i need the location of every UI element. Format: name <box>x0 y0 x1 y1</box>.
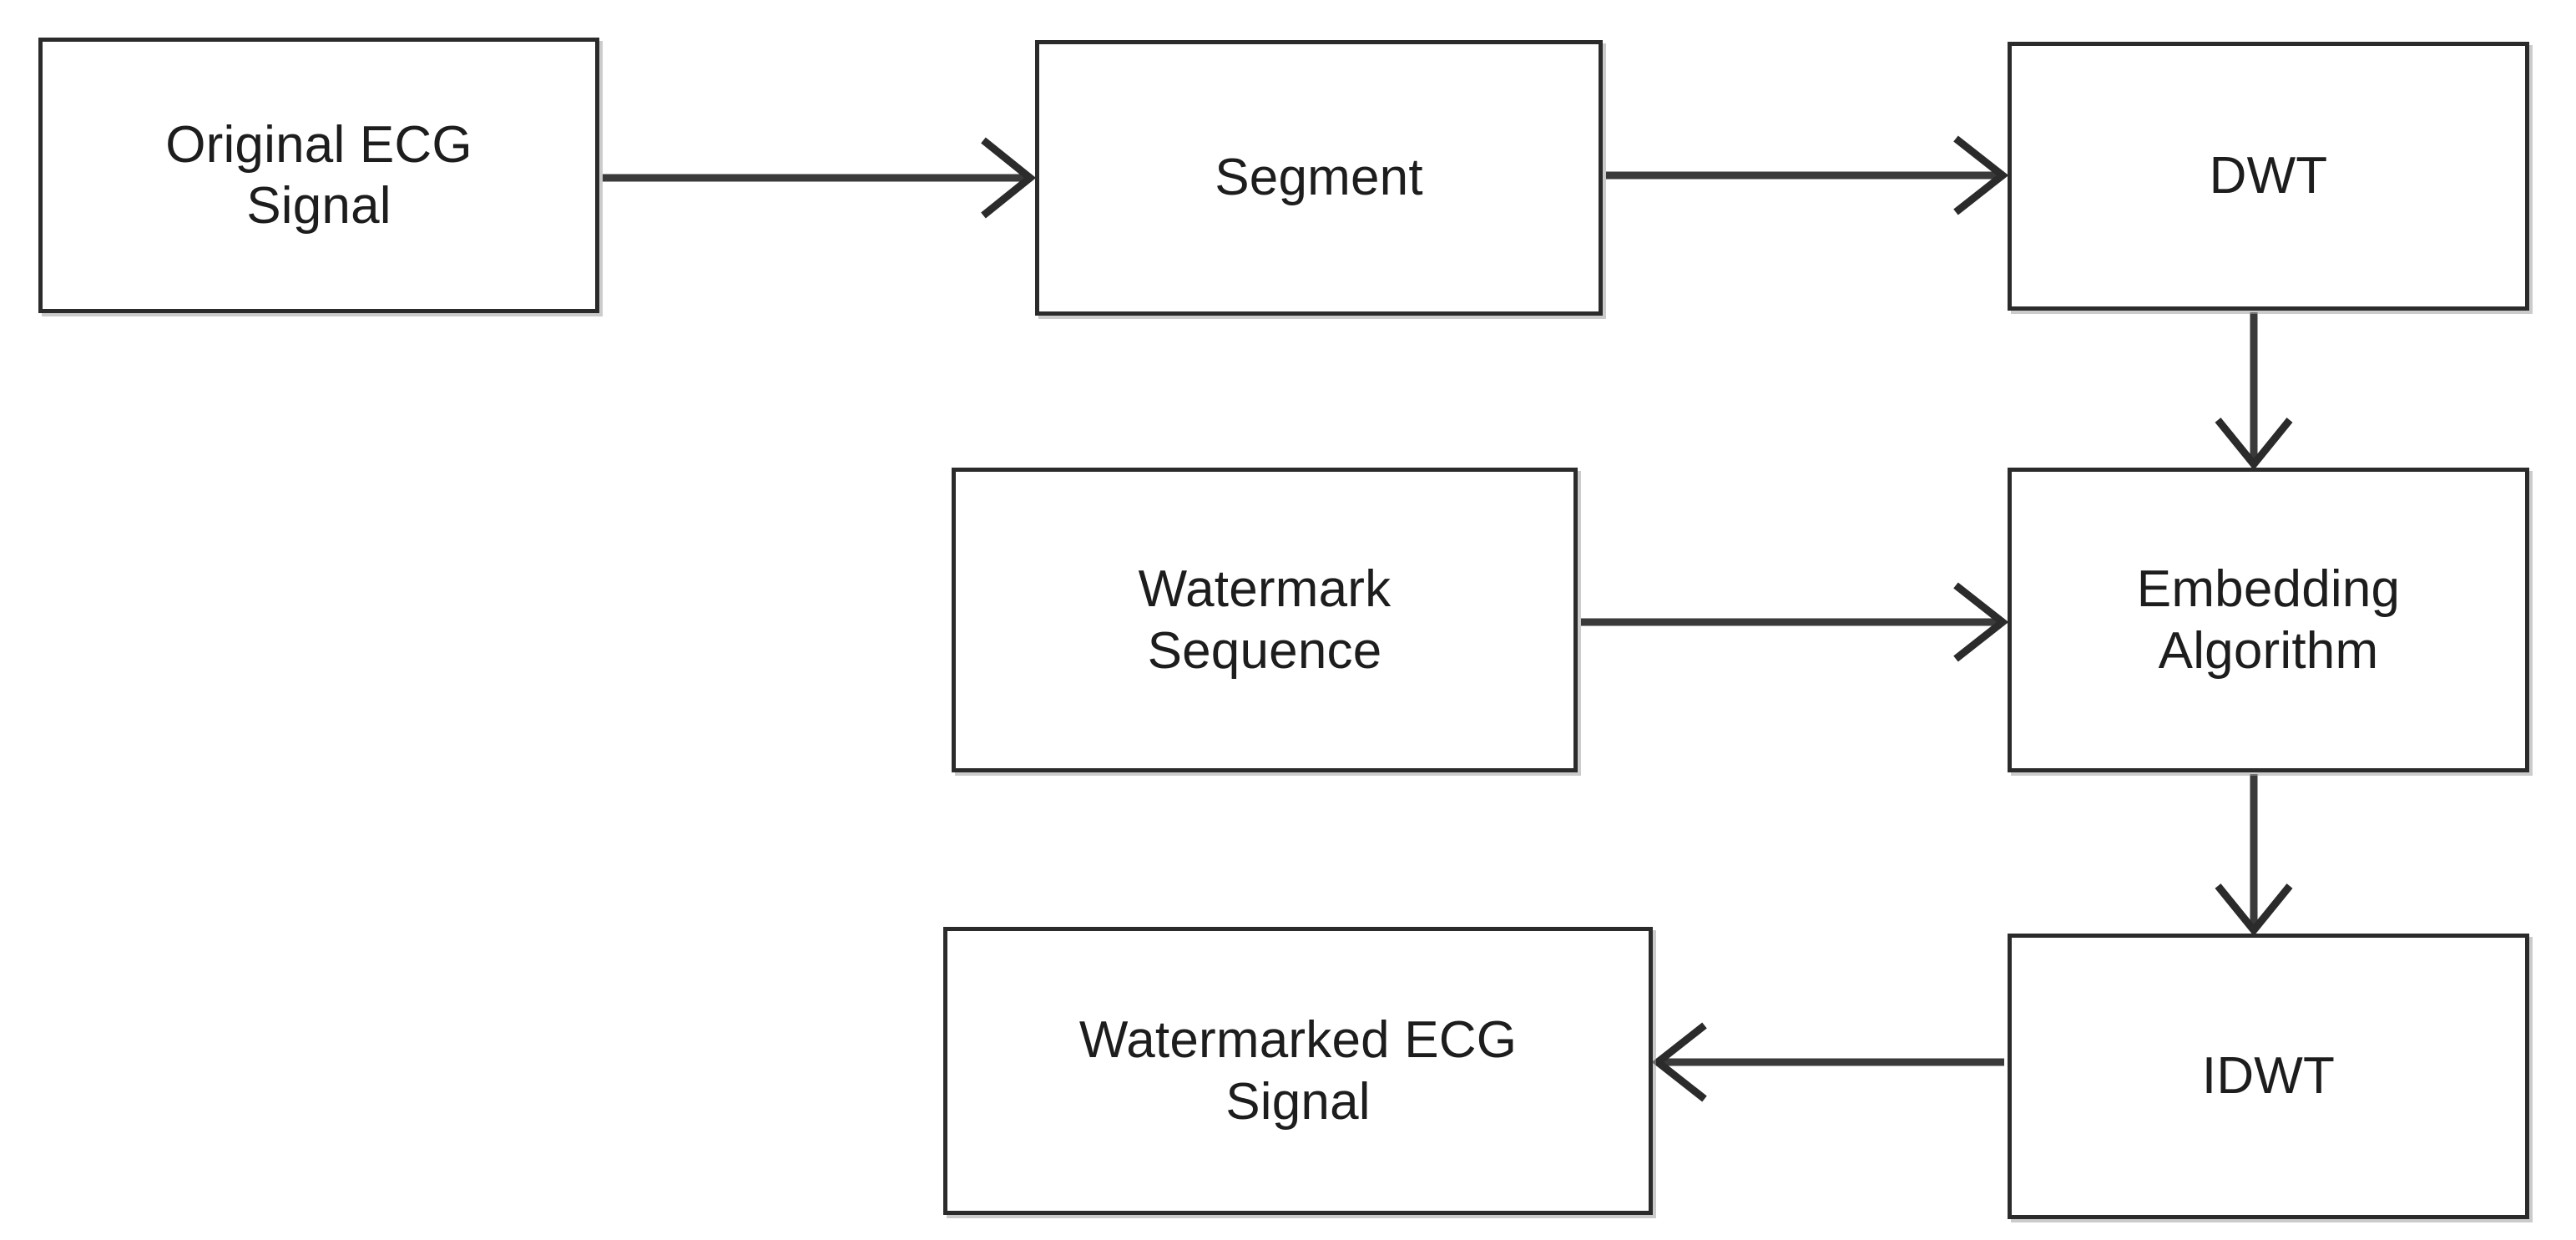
node-original-ecg-signal[interactable]: Original ECG Signal <box>38 38 599 313</box>
node-label-dwt: DWT <box>2209 147 2328 205</box>
node-embedding-algorithm[interactable]: Embedding Algorithm <box>2008 468 2529 772</box>
edge-watermark-to-embedding <box>1581 582 2009 662</box>
node-watermark-sequence[interactable]: Watermark Sequence <box>952 468 1578 772</box>
edge-original-to-segment <box>603 137 1037 219</box>
node-dwt[interactable]: DWT <box>2008 42 2529 311</box>
node-watermarked-ecg-signal[interactable]: Watermarked ECG Signal <box>943 927 1653 1215</box>
node-label-idwt: IDWT <box>2201 1047 2336 1106</box>
edge-idwt-to-watermarked <box>1651 1022 2004 1102</box>
node-label-embedding-algorithm: Embedding Algorithm <box>2136 560 2401 680</box>
node-label-watermarked-ecg-signal: Watermarked ECG Signal <box>1078 1011 1518 1131</box>
node-label-segment: Segment <box>1215 149 1423 207</box>
edge-dwt-to-embedding <box>2215 312 2293 471</box>
node-idwt[interactable]: IDWT <box>2008 934 2529 1219</box>
edge-segment-to-dwt <box>1606 135 2009 215</box>
node-segment[interactable]: Segment <box>1035 40 1603 316</box>
node-label-watermark-sequence: Watermark Sequence <box>1138 560 1392 680</box>
node-label-original-ecg-signal: Original ECG Signal <box>165 115 472 235</box>
edge-embedding-to-idwt <box>2215 774 2293 937</box>
